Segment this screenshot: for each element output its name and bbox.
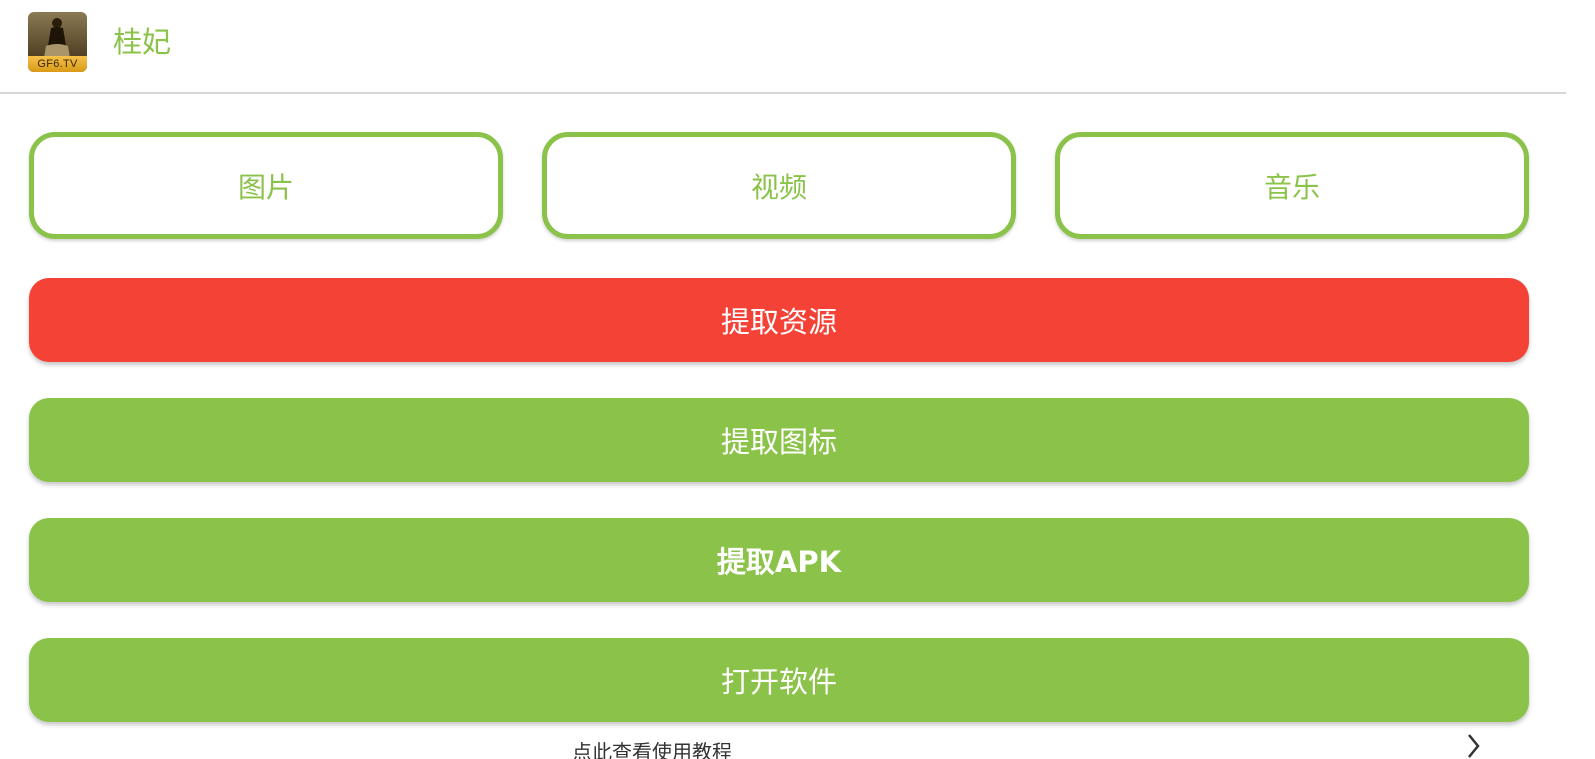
extract-resources-button[interactable]: 提取资源: [29, 278, 1529, 362]
figure-silhouette-icon: [44, 18, 70, 58]
app-bar: GF6.TV 桂妃: [0, 0, 1595, 94]
extract-apk-label: 提取APK: [716, 545, 842, 579]
tab-music[interactable]: 音乐: [1055, 132, 1529, 239]
right-edge: [1566, 0, 1595, 759]
app-title: 桂妃: [113, 25, 172, 59]
app-logo-badge: GF6.TV: [28, 56, 87, 72]
extract-icon-button[interactable]: 提取图标: [29, 398, 1529, 482]
tutorial-link[interactable]: 点此查看使用教程: [572, 740, 732, 759]
tab-images-label: 图片: [237, 170, 294, 204]
app-logo-icon: GF6.TV: [28, 12, 87, 72]
open-app-button[interactable]: 打开软件: [29, 638, 1529, 722]
tab-videos-label: 视频: [750, 170, 807, 204]
extract-apk-button[interactable]: 提取APK: [29, 518, 1529, 602]
open-app-label: 打开软件: [720, 665, 837, 699]
tab-music-label: 音乐: [1263, 170, 1320, 204]
tab-videos[interactable]: 视频: [542, 132, 1016, 239]
extract-icon-label: 提取图标: [720, 425, 837, 459]
extract-resources-label: 提取资源: [720, 305, 837, 339]
tab-images[interactable]: 图片: [29, 132, 503, 239]
chevron-right-icon[interactable]: [1466, 733, 1482, 759]
